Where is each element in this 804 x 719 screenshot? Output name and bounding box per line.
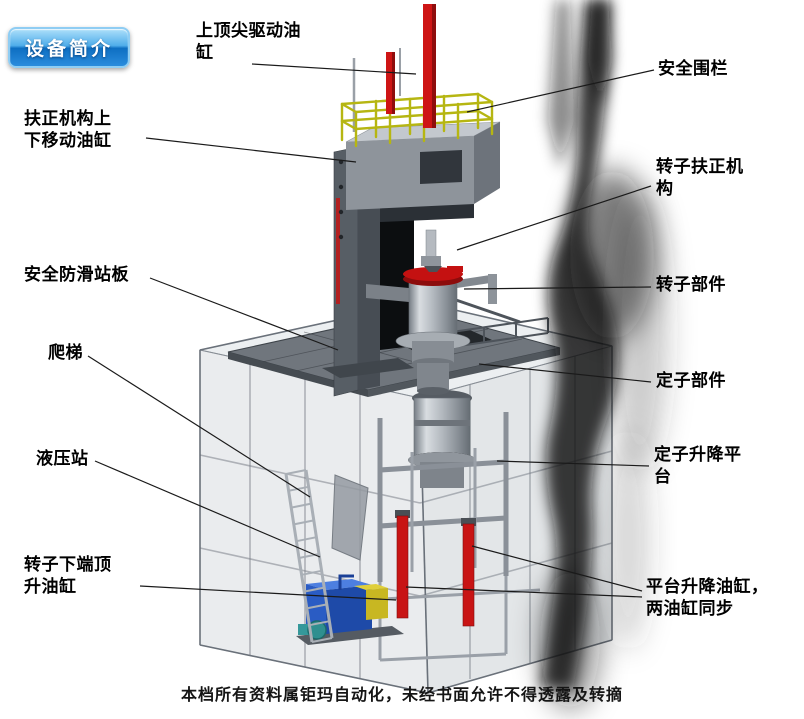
- access-ladder: [284, 469, 369, 643]
- leader-line-platform-cylinder-b: [405, 586, 643, 598]
- leader-lines: [87, 63, 655, 601]
- platform-lift-cylinder-left: [395, 510, 410, 619]
- callout-anti-slip-plate: 安全防滑站板: [24, 265, 129, 284]
- shadow-smudge-artifact: [540, 0, 668, 710]
- platform-deck: [227, 298, 561, 397]
- title-badge: 设备简介: [8, 27, 131, 68]
- column-guide-red-stripe: [336, 198, 340, 304]
- leader-line-stator-lift: [496, 460, 650, 467]
- leader-line-rotor-righting: [456, 185, 652, 251]
- leader-line-hydraulic-station: [94, 460, 321, 558]
- top-drive-cylinders: [386, 4, 436, 128]
- leader-line-top-cylinder: [251, 63, 417, 75]
- leader-line-rotor-component: [463, 286, 652, 290]
- stator-lift-assembly-frame: [365, 412, 541, 662]
- confidentiality-footer: 本档所有资料属钜玛自动化，未经书面允许不得透露及转摘: [180, 687, 623, 704]
- callout-platform-lift-cylinders: 平台升降油缸， 两油缸同步: [646, 577, 769, 618]
- callout-righting-mechanism-cylinder: 扶正机构上 下移动油缸: [24, 109, 112, 150]
- rotor-red-disc: [403, 267, 463, 281]
- callout-rotor-bottom-jack-cylinder: 转子下端顶 升油缸: [24, 555, 112, 596]
- leader-line-righting-cylinder: [145, 137, 357, 163]
- rotor-assembly: [366, 229, 497, 395]
- leader-line-safety-fence: [466, 69, 655, 113]
- callout-ladder: 爬梯: [48, 343, 83, 362]
- callout-top-center-drive-cylinder: 上顶尖驱动油 缸: [196, 21, 301, 62]
- callout-stator-component: 定子部件: [656, 371, 726, 390]
- callout-rotor-righting-mechanism: 转子扶正机 构: [656, 157, 744, 198]
- leader-line-rotor-bottom-cylinder: [139, 585, 397, 601]
- callout-stator-lift-platform: 定子升降平 台: [654, 445, 742, 486]
- leader-line-antislip-plate: [149, 277, 339, 351]
- callout-hydraulic-station: 液压站: [36, 449, 89, 468]
- leader-line-ladder: [87, 355, 311, 498]
- leader-line-platform-cylinder-a: [471, 545, 643, 592]
- platform-lift-cylinder-right: [461, 518, 476, 627]
- press-column: [322, 146, 414, 397]
- callout-rotor-component: 转子部件: [656, 275, 726, 294]
- leader-line-stator-component: [478, 363, 652, 383]
- callout-safety-fence: 安全围栏: [658, 59, 728, 78]
